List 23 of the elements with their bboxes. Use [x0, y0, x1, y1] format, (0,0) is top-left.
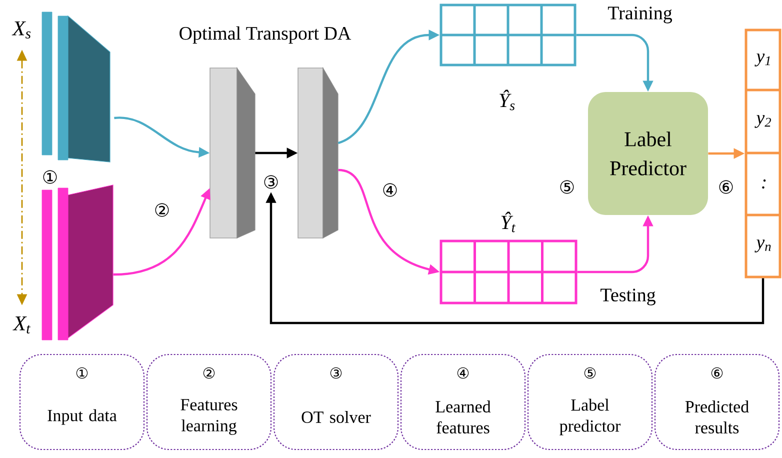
heading: Optimal Transport DA — [180, 26, 352, 44]
legend-box: ③ OT solver — [273, 354, 399, 450]
math-label: Ŷ$_{t}$ — [501, 212, 516, 232]
step-number: ② — [155, 203, 169, 217]
layer-stack-drawing — [42, 184, 114, 340]
legend-box: ⑥ Predicted results — [654, 354, 780, 450]
step-number: ⑤ — [560, 180, 574, 194]
phase-label: Testing — [600, 288, 656, 306]
layer-stack-drawing — [42, 12, 110, 162]
predictor-box: Label Predictor — [588, 92, 708, 215]
legend-box: ② Features learning — [146, 354, 272, 450]
step-number: ③ — [264, 175, 278, 189]
output-column: y$_{1}$ y$_{2}$ : y$_{n}$ — [744, 28, 782, 278]
step-number: ① — [43, 170, 57, 184]
math-label: X$_{s}$ — [12, 22, 31, 38]
math-label: Ŷ$_{s}$ — [500, 90, 515, 110]
step-number: ④ — [383, 183, 397, 197]
legend-box: ④ Learned features — [400, 354, 526, 450]
legend-box: ① Input data — [19, 354, 145, 450]
legend-box: ⑤ Label predictor — [527, 354, 653, 450]
math-label: X$_{t}$ — [12, 316, 30, 334]
phase-label: Training — [608, 6, 672, 24]
step-number: ⑥ — [719, 180, 733, 194]
